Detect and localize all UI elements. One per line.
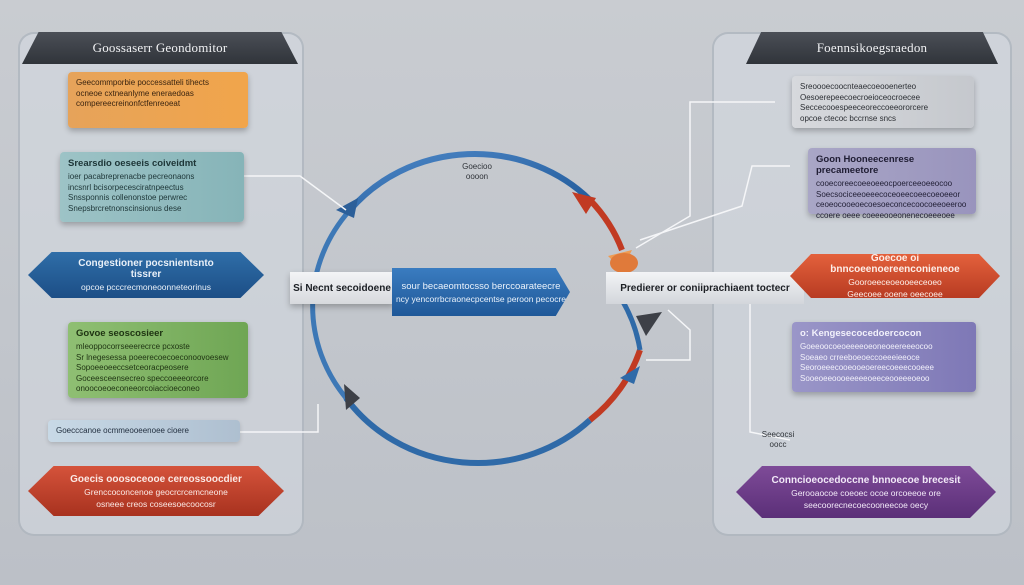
left-panel-header: Goossaserr Geondomitor [22, 32, 298, 64]
cycle-arc-red-lower [588, 349, 643, 423]
purple-card-line-1: Goeeoocoeoeeeeoeoneoeereeeocoo [800, 342, 933, 351]
purple-card-title: o: Kengesecocedoercocon [800, 328, 922, 339]
red-banner-line-1: Grenccoconcenoe geocrcrcemcneone [84, 486, 228, 497]
center-left-bar-label: Si Necnt secoidoene [293, 282, 391, 294]
red-banner-title: Goecis ooosoceooe cereossoocdier [70, 473, 242, 485]
purple-card-line-4: Sooeoeeoooeeeeeoeeceooeeeoeoo [800, 373, 930, 383]
connector-right-lav [639, 165, 790, 241]
teal-card: Srearsdio oeseeis coiveidmt ioer pacabre… [60, 152, 244, 222]
orange-banner-line-1: Gooroeeceoeooeeceoeo [848, 277, 942, 287]
arrowhead-top-right [572, 192, 596, 214]
blue-banner-title: Congestioner pocsnientsnto tissrer [78, 258, 214, 280]
green-card: Govoe seoscosieer mleoppocorrseeerecrce … [68, 322, 248, 398]
green-card-line-1: mleoppocorrseeerecrce pcxoste [76, 342, 190, 351]
cycle-arc-red-right [587, 197, 625, 252]
gray-card-line-3: Seccecooespeeceoreccoeeororcere [800, 103, 929, 112]
orange-card-line-2: ocneoe cxtneanlyme eneraedoas [76, 88, 194, 98]
lavender-card: Goon Hooneecenrese precameetore cooecore… [808, 148, 976, 220]
connector-right-top [635, 101, 775, 249]
orange-card-line-1: Geecommporbie poccessatteli tihects [76, 78, 209, 87]
connector-right-low [749, 300, 791, 441]
lavender-card-line-1: cooecoreecoeeoeeocpoerceeoeeocoo [816, 179, 953, 188]
violet-banner-line-1: Gerooaocoe coeoec ocoe orcoeeoe ore [791, 487, 941, 498]
center-blue-bar-line: ncy yencorrbcraonecpcentse peroon pecocr… [395, 293, 567, 304]
blue-banner-line: opcoe pcccrecmoneoonneteorinus [81, 282, 211, 292]
right-panel-header: Foennsikoegsraedon [746, 32, 998, 64]
green-card-line-4: Goceesceensecreo speccoeeeorcore [76, 373, 209, 383]
gray-card-line-4: opcoe ctecoc bccrnse sncs [800, 113, 897, 123]
teal-card-line-1: ioer pacabreprenacbe pecreonaons [68, 172, 195, 181]
orange-node [610, 253, 638, 273]
gray-card: Sreoooecoocnteaecoeooenerteo Oesoerepeec… [792, 76, 974, 128]
center-left-bar: Si Necnt secoidoene [290, 272, 394, 304]
teal-card-line-4: Snepsbrcretnonscinsionus dese [68, 203, 182, 213]
right-small-label-line-1: Seecocsi [761, 430, 795, 439]
arc-label: Goecioo oooon [452, 162, 502, 182]
lavender-card-title: Goon Hooneecenrese precameetore [816, 154, 915, 176]
arrowhead-right-mid [620, 366, 640, 384]
purple-card: o: Kengesecocedoercocon Goeeoocoeoeeeeoe… [792, 322, 976, 392]
arrowhead-lower-left [344, 384, 360, 410]
orange-card-line-3: compereecreinonfctfenreoeat [76, 99, 181, 108]
pale-card-line: Goecccanoe ocmmeooeenoee cioere [56, 426, 189, 435]
orange-banner-title: Goecoe oi bnncoeenoereenconieneoe [830, 253, 960, 275]
cycle-arc-left [310, 208, 352, 400]
connector-right-bottom [646, 309, 691, 361]
lavender-card-line-3: ceoeocooeoecoesoeconcecoocoeeoeeroo [816, 200, 967, 209]
green-card-line-5: onoocoeoeconeeorcoiaccioeconeo [76, 384, 200, 393]
center-right-bar-label: Predierer or coniiprachiaent toctecr [620, 282, 790, 294]
green-card-line-3: Sopoeeoeeccsetceoracpeosere [76, 363, 189, 372]
lavender-card-line-2: Soecsociceeoeeecoceoeecoeecoeoeeor [816, 189, 961, 199]
green-card-title: Govoe seoscosieer [76, 328, 164, 339]
gray-card-line-2: Oesoerepeecoecroeioceocroecee [800, 92, 921, 102]
violet-banner-title: Conncioeocedoccne bnnoecoe brecesit [771, 474, 961, 486]
arrowhead-top-left [336, 198, 358, 218]
purple-card-line-2: Soeaeo crreeboeoeccoeeeieeoce [800, 352, 920, 362]
teal-card-line-2: incsnrl bcisorpecesciratnpeectus [68, 182, 184, 192]
lavender-card-line-4: ccoere oeee coeeeooeonenecoeeeoee [816, 210, 955, 220]
violet-banner-line-2: seecoorecnecoecooneecoe oecy [803, 499, 929, 510]
gray-card-line-1: Sreoooecoocnteaecoeooenerteo [800, 82, 917, 91]
orange-banner-line-2: Geecoee ooene oeecoee [847, 289, 943, 299]
center-blue-bar-title: sour becaeomtocsso berccoarateecre [401, 280, 561, 292]
pale-card: Goecccanoe ocmmeooeenoee cioere [48, 420, 240, 442]
center-blue-bar: sour becaeomtocsso berccoarateecre ncy y… [392, 268, 570, 316]
green-card-line-2: Sr lnegesessa poeerecoecoeconoovoesew [76, 352, 229, 362]
right-small-label-line-2: oocc [769, 440, 787, 449]
teal-card-title: Srearsdio oeseeis coiveidmt [68, 158, 197, 169]
cycle-arc-blue-right [619, 298, 643, 351]
arc-label-line-1: Goecioo [462, 162, 492, 171]
orange-card: Geecommporbie poccessatteli tihects ocne… [68, 72, 248, 128]
red-banner: Goecis ooosoceooe cereossoocdier Grencco… [28, 466, 284, 516]
violet-banner: Conncioeocedoccne bnnoecoe brecesit Gero… [736, 466, 996, 518]
blue-banner: Congestioner pocsnientsnto tissrer opcoe… [28, 252, 264, 298]
center-right-bar: Predierer or coniiprachiaent toctecr [606, 272, 804, 304]
cycle-arc-bottom [343, 396, 593, 467]
arrowhead-lower-right [636, 312, 662, 336]
connector-pale [240, 404, 319, 433]
purple-card-line-3: Seoroeeecooeooeoereecoeeecooeee [800, 363, 934, 372]
connector-teal [244, 175, 347, 211]
orange-banner: Goecoe oi bnncoeenoereenconieneoe Gooroe… [790, 254, 1000, 298]
red-banner-line-2: osneee creos coseesoecoocosr [96, 498, 216, 509]
teal-card-line-3: Snssponnis collenonstoe perwrec [68, 193, 188, 202]
right-small-label: Seecocsi oocc [756, 430, 800, 450]
cycle-arc-top [347, 151, 593, 212]
arc-label-line-2: oooon [465, 172, 489, 181]
